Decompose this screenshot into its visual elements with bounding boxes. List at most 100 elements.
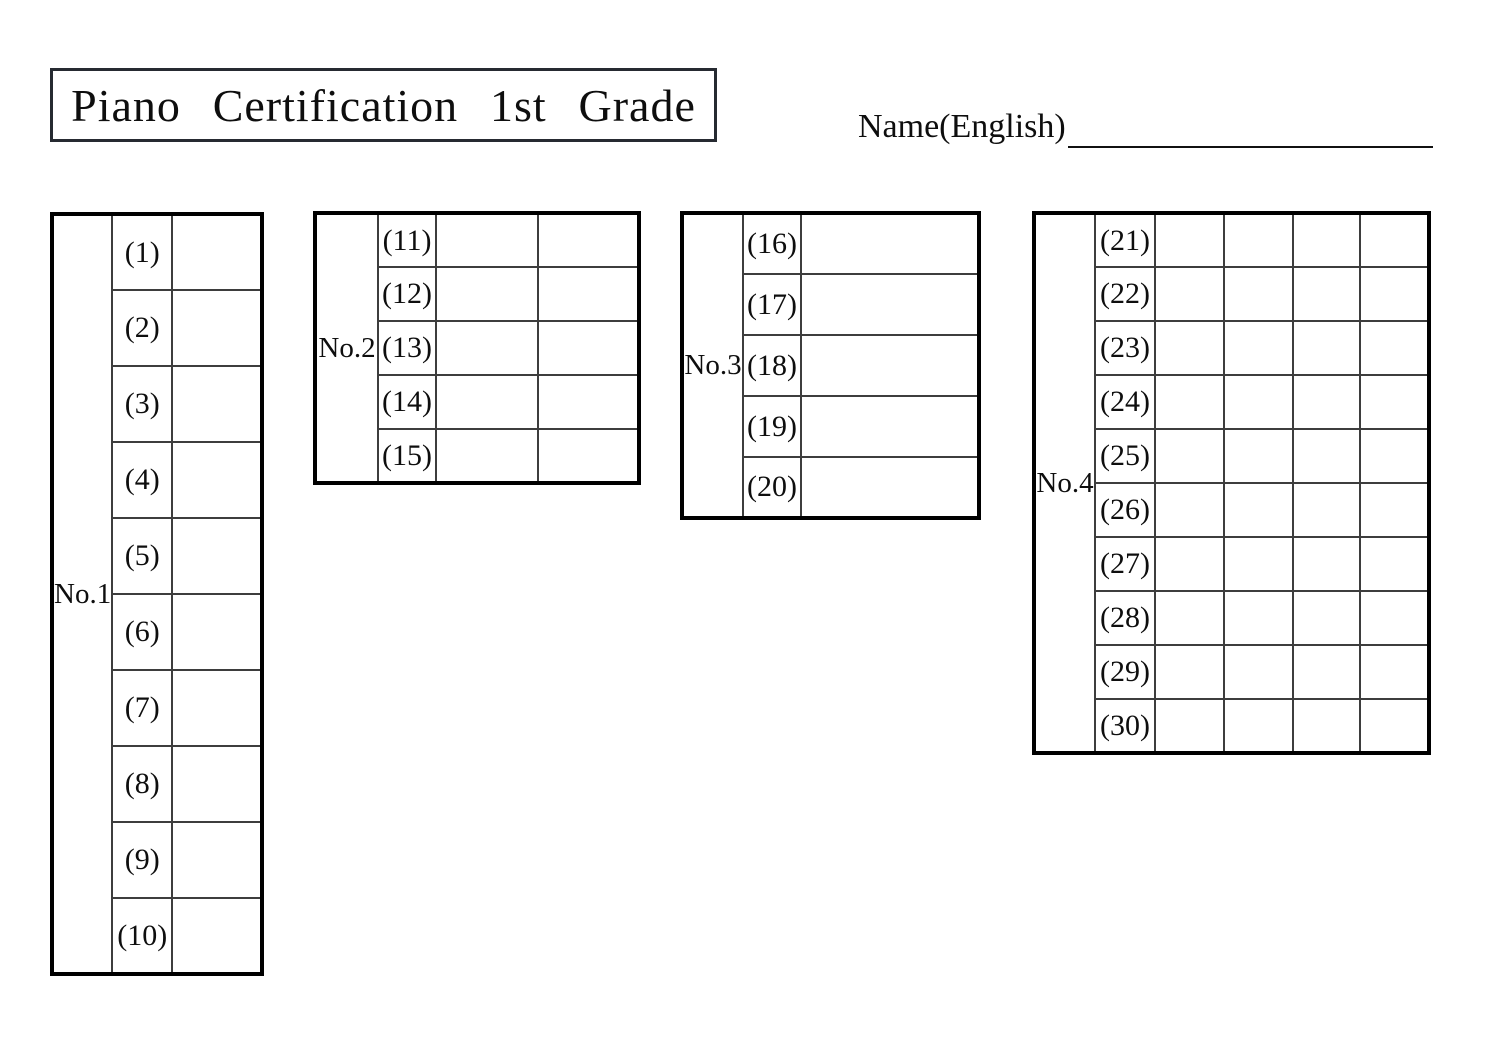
answer-cell[interactable] [1223,428,1294,484]
name-label: Name(English) [858,108,1066,145]
answer-cell[interactable] [1359,374,1430,430]
question-number: (12) [377,266,437,322]
question-number: (5) [111,517,174,595]
name-underline[interactable] [1067,146,1433,148]
answer-cell[interactable] [1359,266,1430,322]
answer-cell[interactable] [171,593,264,671]
answer-cell[interactable] [537,374,640,430]
question-number: (20) [742,456,802,519]
question-number: (6) [111,593,174,671]
answer-cell[interactable] [1223,590,1294,646]
answer-cell[interactable] [435,212,539,268]
answer-cell[interactable] [171,897,264,975]
question-number: (17) [742,273,802,336]
answer-cell[interactable] [171,517,264,595]
table-label-no4: No.4 [1033,212,1096,754]
question-number: (24) [1094,374,1156,430]
answer-cell[interactable] [800,212,980,275]
answer-cell[interactable] [171,745,264,823]
answer-cell[interactable] [435,428,539,484]
answer-table-no4: No.4(21)(22)(23)(24)(25)(26)(27)(28)(29)… [1032,211,1431,755]
answer-cell[interactable] [1154,428,1225,484]
question-number: (14) [377,374,437,430]
answer-cell[interactable] [1292,644,1361,700]
answer-cell[interactable] [1154,644,1225,700]
answer-cell[interactable] [171,669,264,747]
answer-cell[interactable] [1359,428,1430,484]
answer-cell[interactable] [1292,698,1361,754]
answer-cell[interactable] [1154,698,1225,754]
question-number: (1) [111,213,174,291]
table-label-no2: No.2 [314,212,379,484]
answer-cell[interactable] [1292,320,1361,376]
answer-cell[interactable] [1223,644,1294,700]
question-number: (10) [111,897,174,975]
title-box: Piano Certification 1st Grade [50,68,717,142]
answer-cell[interactable] [1292,212,1361,268]
answer-cell[interactable] [800,273,980,336]
answer-cell[interactable] [435,374,539,430]
answer-table-no1: No.1(1)(2)(3)(4)(5)(6)(7)(8)(9)(10) [50,212,265,976]
answer-cell[interactable] [1359,320,1430,376]
answer-cell[interactable] [1223,374,1294,430]
answer-cell[interactable] [1359,644,1430,700]
answer-cell[interactable] [1154,482,1225,538]
answer-cell[interactable] [171,441,264,519]
answer-cell[interactable] [1223,698,1294,754]
question-number: (23) [1094,320,1156,376]
table-label-no1: No.1 [50,213,114,975]
question-number: (16) [742,212,802,275]
answer-cell[interactable] [171,365,264,443]
name-field: Name(English) [858,102,1433,148]
answer-cell[interactable] [1292,374,1361,430]
table-label-no3: No.3 [681,212,744,519]
answer-cell[interactable] [800,456,980,519]
question-number: (2) [111,289,174,367]
answer-cell[interactable] [1154,266,1225,322]
answer-cell[interactable] [1223,266,1294,322]
answer-table-no3: No.3(16)(17)(18)(19)(20) [680,211,981,520]
question-number: (3) [111,365,174,443]
question-number: (26) [1094,482,1156,538]
answer-cell[interactable] [1154,536,1225,592]
answer-cell[interactable] [1154,212,1225,268]
answer-cell[interactable] [800,395,980,458]
answer-cell[interactable] [537,428,640,484]
question-number: (11) [377,212,437,268]
answer-cell[interactable] [537,212,640,268]
answer-cell[interactable] [1359,536,1430,592]
answer-cell[interactable] [435,266,539,322]
question-number: (30) [1094,698,1156,754]
question-number: (22) [1094,266,1156,322]
answer-cell[interactable] [171,213,264,291]
question-number: (29) [1094,644,1156,700]
answer-cell[interactable] [1223,482,1294,538]
question-number: (13) [377,320,437,376]
answer-cell[interactable] [1154,374,1225,430]
answer-cell[interactable] [171,289,264,367]
answer-cell[interactable] [537,266,640,322]
answer-cell[interactable] [1359,698,1430,754]
answer-cell[interactable] [1292,428,1361,484]
question-number: (19) [742,395,802,458]
answer-cell[interactable] [1359,212,1430,268]
answer-cell[interactable] [1154,320,1225,376]
answer-cell[interactable] [800,334,980,397]
question-number: (28) [1094,590,1156,646]
answer-cell[interactable] [1292,590,1361,646]
answer-cell[interactable] [537,320,640,376]
answer-cell[interactable] [435,320,539,376]
answer-cell[interactable] [1359,482,1430,538]
answer-cell[interactable] [1292,266,1361,322]
answer-cell[interactable] [171,821,264,899]
answer-cell[interactable] [1223,536,1294,592]
answer-cell[interactable] [1292,536,1361,592]
answer-cell[interactable] [1223,320,1294,376]
question-number: (8) [111,745,174,823]
question-number: (27) [1094,536,1156,592]
answer-cell[interactable] [1154,590,1225,646]
answer-cell[interactable] [1223,212,1294,268]
answer-cell[interactable] [1292,482,1361,538]
answer-cell[interactable] [1359,590,1430,646]
